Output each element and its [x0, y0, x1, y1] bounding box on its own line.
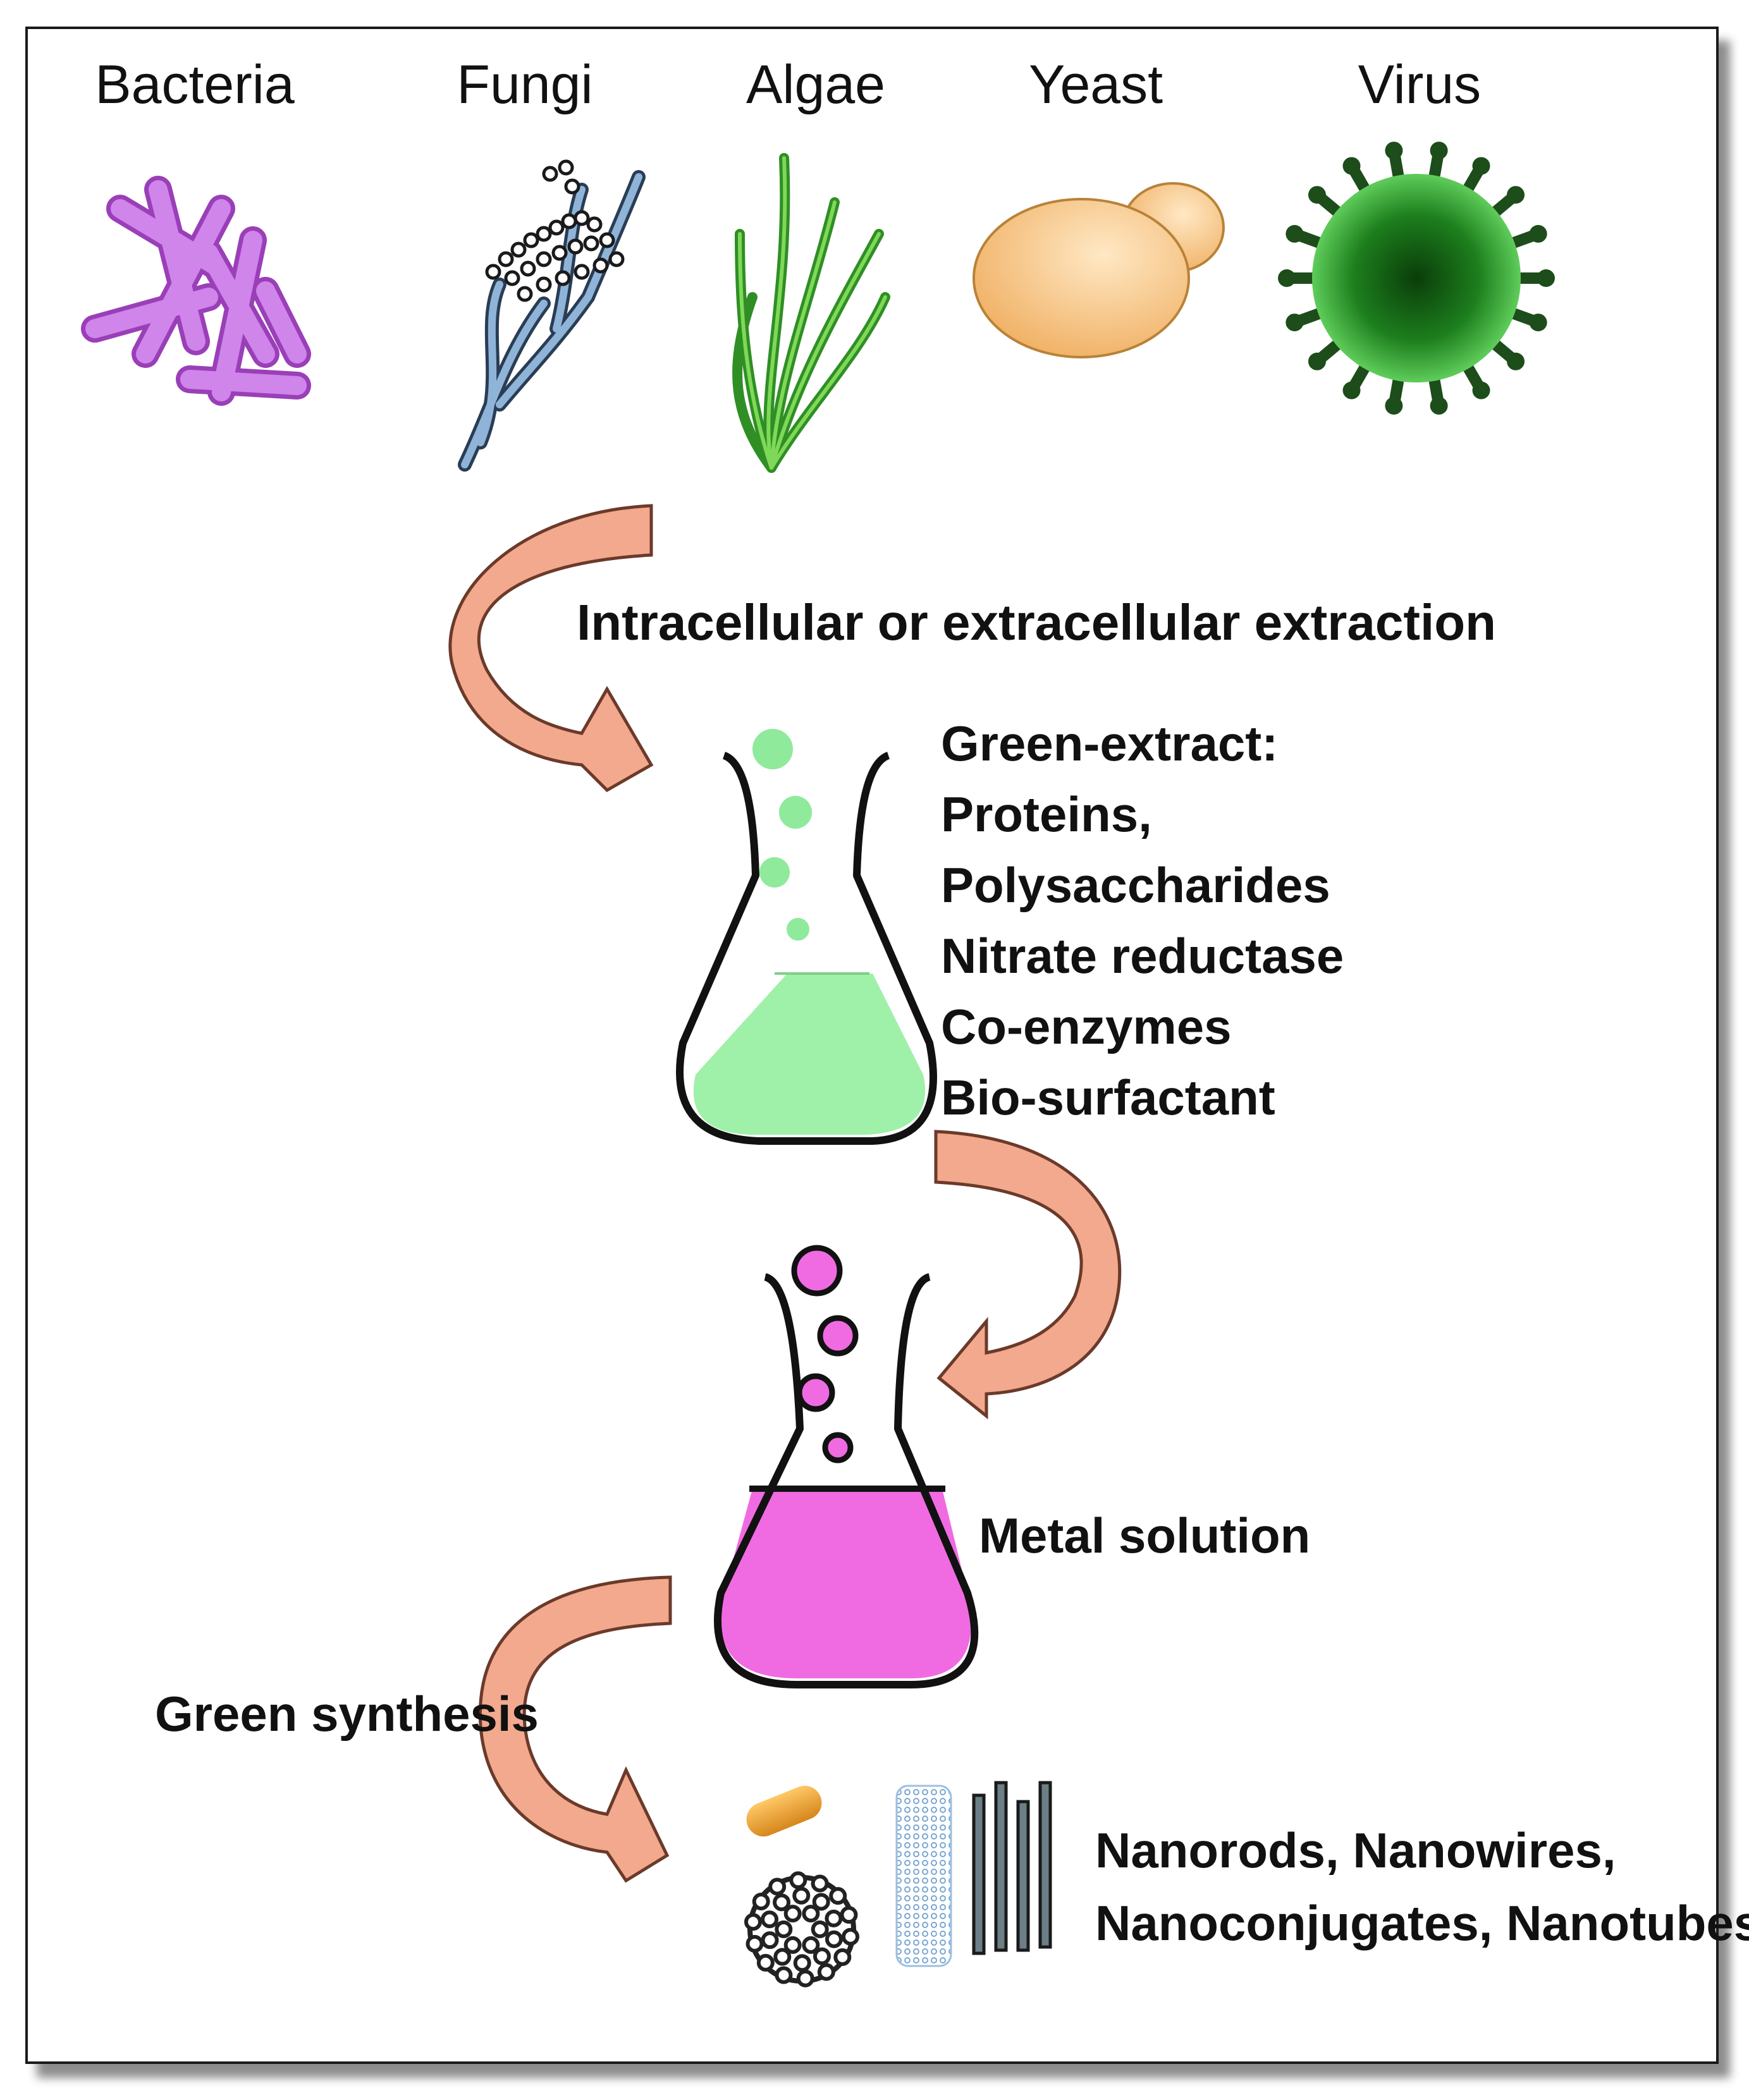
green-extract-heading: Green-extract: — [941, 716, 1279, 771]
nanotube-icon — [895, 1785, 952, 1967]
label-nanostructures-line1: Nanorods, Nanowires, — [1095, 1822, 1616, 1878]
green-extract-item: Bio-surfactant — [941, 1070, 1275, 1125]
label-nanostructures-line2: Nanoconjugates, Nanotubes — [1095, 1895, 1749, 1951]
virus-icon — [1278, 142, 1555, 415]
label-green-synthesis: Green synthesis — [155, 1686, 539, 1742]
fungi-icon — [458, 159, 646, 472]
nanorod-icon — [746, 1785, 822, 1837]
arrow-to-metal — [934, 1130, 1122, 1420]
label-bacteria: Bacteria — [95, 54, 295, 115]
arrow-extraction — [448, 504, 654, 793]
metal-solution-flask — [714, 1245, 979, 1688]
green-extract-list: Green-extract: Proteins, Polysaccharides… — [941, 708, 1344, 1133]
arrow-green-synthesis — [478, 1575, 672, 1883]
green-extract-flask — [676, 708, 937, 1145]
bacteria-icon — [81, 176, 311, 406]
green-extract-item: Polysaccharides — [941, 857, 1330, 913]
label-algae: Algae — [746, 54, 885, 115]
green-extract-item: Co-enzymes — [941, 999, 1232, 1054]
nanowires-icon — [972, 1781, 1052, 1955]
label-virus: Virus — [1358, 54, 1482, 115]
fullerene-icon — [744, 1871, 860, 1987]
label-metal-solution: Metal solution — [979, 1508, 1311, 1563]
label-yeast: Yeast — [1028, 54, 1163, 115]
label-fungi: Fungi — [457, 54, 593, 115]
yeast-icon — [973, 182, 1225, 358]
label-extraction: Intracellular or extracellular extractio… — [577, 594, 1496, 650]
algae-icon — [732, 153, 890, 473]
green-extract-item: Nitrate reductase — [941, 928, 1344, 984]
green-extract-item: Proteins, — [941, 786, 1152, 842]
